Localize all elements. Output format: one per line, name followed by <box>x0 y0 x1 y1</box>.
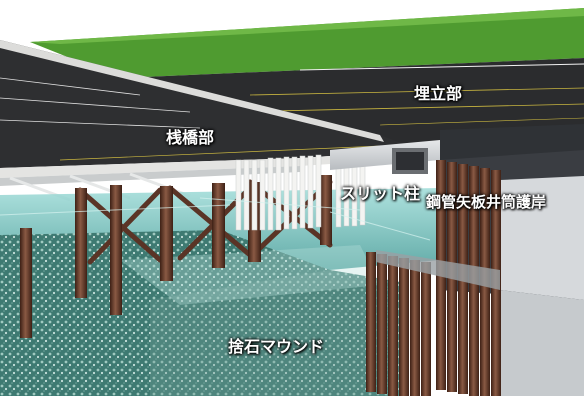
label-rubble-mound: 捨石マウンド <box>228 337 325 356</box>
rubble-mound <box>0 230 400 396</box>
label-steel-pipe-sheet-pile-revetment: 鋼管矢板井筒護岸 <box>426 193 547 211</box>
quay-wall-cap <box>330 140 440 174</box>
pier-deck <box>0 40 420 178</box>
pier-piles <box>20 175 332 338</box>
label-pier: 桟橋部 <box>166 128 215 147</box>
label-landfill: 埋立部 <box>414 84 463 103</box>
slit-columns <box>235 152 366 231</box>
grass-area <box>30 8 584 78</box>
water-highlights <box>0 197 431 241</box>
steel-pipe-sheet-piles <box>366 160 501 396</box>
label-slit-column: スリット柱 <box>340 184 421 203</box>
